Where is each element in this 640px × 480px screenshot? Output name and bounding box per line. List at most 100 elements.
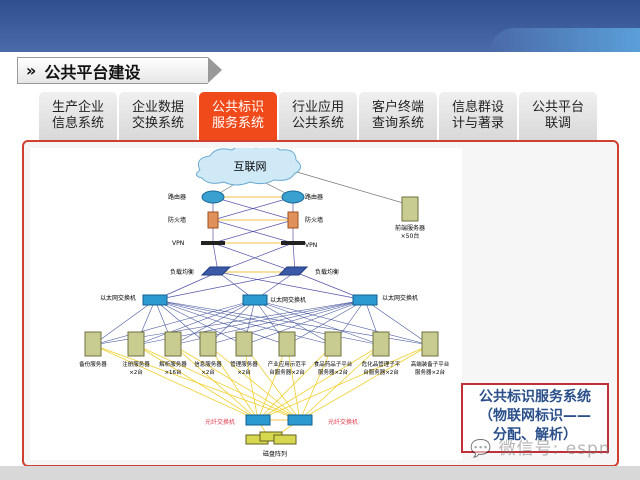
link-line [254,299,431,346]
link-line [243,344,301,421]
server-label: ×2台 [201,368,215,376]
server-icon [164,331,182,357]
server-label: 危化品管理子平 [362,360,401,368]
link-line [364,299,431,346]
link-line [207,299,366,346]
server-icon [401,196,419,222]
wechat-icon: 💬 [470,439,493,459]
router-label: 路由器 [305,193,323,201]
vpn-label: VPN [305,242,317,249]
link-line [243,299,366,346]
network-diagram: 互联网 路由器 路由器 防火墙 防火墙 VPN VPN 负载均衡 负载均衡 以太… [30,144,462,460]
info-box: 公共标识服务系统 （物联网标识—— 分配、解析） [461,383,609,453]
server-label: 服务器×2台 [415,368,446,376]
server-icon [278,331,296,357]
switch-label: 以太网交换机 [270,296,306,304]
watermark: 💬 微信号: espn [470,434,611,459]
link-line [299,344,334,421]
firewall-icon [287,211,299,229]
server-icon [235,331,253,357]
link-line [212,196,294,221]
server-icon [127,331,145,357]
link-line [135,299,256,346]
tab-info-cluster[interactable]: 信息群设计与著录 [439,92,517,140]
tab-label: 客户终端 [371,100,424,115]
server-label: 服务器×2台 [318,368,349,376]
header-band [0,0,640,52]
tab-production-info[interactable]: 生产企业信息系统 [39,92,117,140]
link-line [243,344,259,421]
link-line [212,219,294,244]
server-label: 台服务器×2台 [269,368,305,376]
load-balancer-icon [200,266,232,276]
router-label: 路由器 [168,193,186,201]
link-line [92,299,156,346]
page-title: 公共平台建设 [44,62,141,82]
link-line [172,299,256,346]
link-line [92,299,256,346]
info-line: 分配、解析） [493,427,577,443]
link-line [299,344,431,421]
link-line [286,299,366,346]
firewall-label: 防火墙 [168,216,186,224]
server-label: 备份服务器 [79,360,107,368]
tab-label: 公共平台 [531,100,584,115]
tab-label: 联调 [544,116,571,131]
tab-industry-app[interactable]: 行业应用公共系统 [279,92,357,140]
internet-cloud [196,144,301,186]
link-line [257,344,288,421]
watermark-text: 微信号: espn [498,439,611,459]
link-line [299,344,382,421]
switch-label: 以太网交换机 [382,294,418,302]
lb-label: 负载均衡 [315,268,339,276]
lb-label: 负载均衡 [170,268,194,276]
link-line [257,344,431,421]
tab-bar: 生产企业信息系统 企业数据交换系统 公共标识服务系统 行业应用公共系统 客户终端… [39,92,597,140]
server-icon [199,331,217,357]
load-balancer-icon [277,266,309,276]
disk-array-label: 磁盘阵列 [263,450,287,458]
router-icon [201,190,225,204]
switch-icon [352,294,378,306]
firewall-label: 防火墙 [305,216,323,224]
tab-label: 服务系统 [211,116,264,131]
tab-label: 信息系统 [51,116,104,131]
server-label: 高端装备子平台 [411,360,450,368]
link-line [154,271,296,301]
disk-icon [273,434,297,445]
tab-label: 公共系统 [291,116,344,131]
server-label: 信息服务器 [194,360,222,368]
server-label: ×16台 [164,368,182,376]
tab-platform-debug[interactable]: 公共平台联调 [519,92,597,140]
server-label: ×2台 [129,368,143,376]
link-line [154,299,245,346]
link-line [257,344,382,421]
tab-label: 生产企业 [51,100,104,115]
tab-data-exchange[interactable]: 企业数据交换系统 [119,92,197,140]
fiber-switch-label: 光纤交换机 [205,418,235,426]
server-icon [372,331,390,357]
link-line [254,299,334,346]
switch-label: 以太网交换机 [100,294,136,302]
internet-label: 互联网 [234,160,267,173]
router-icon [281,190,305,204]
link-line [207,344,301,421]
tab-label: 交换系统 [131,116,184,131]
server-icon [84,331,102,357]
server-label: 注册服务器 [122,360,150,368]
tab-label: 信息群设 [451,100,504,115]
server-label: 食品药品子平台 [314,360,353,368]
vpn-icon [281,241,305,245]
frontend-label: 前端服务器 [395,224,425,232]
switch-icon [245,414,271,426]
vpn-icon [201,241,225,245]
link-line [92,344,259,421]
firewall-icon [207,211,219,229]
tab-label: 公共标识 [211,100,264,115]
tab-label: 行业应用 [291,100,344,115]
link-line [135,344,259,421]
vpn-label: VPN [172,240,184,247]
server-icon [324,331,342,357]
tab-identifier-service[interactable]: 公共标识服务系统 [199,92,277,140]
tab-client-query[interactable]: 客户终端查询系统 [359,92,437,140]
